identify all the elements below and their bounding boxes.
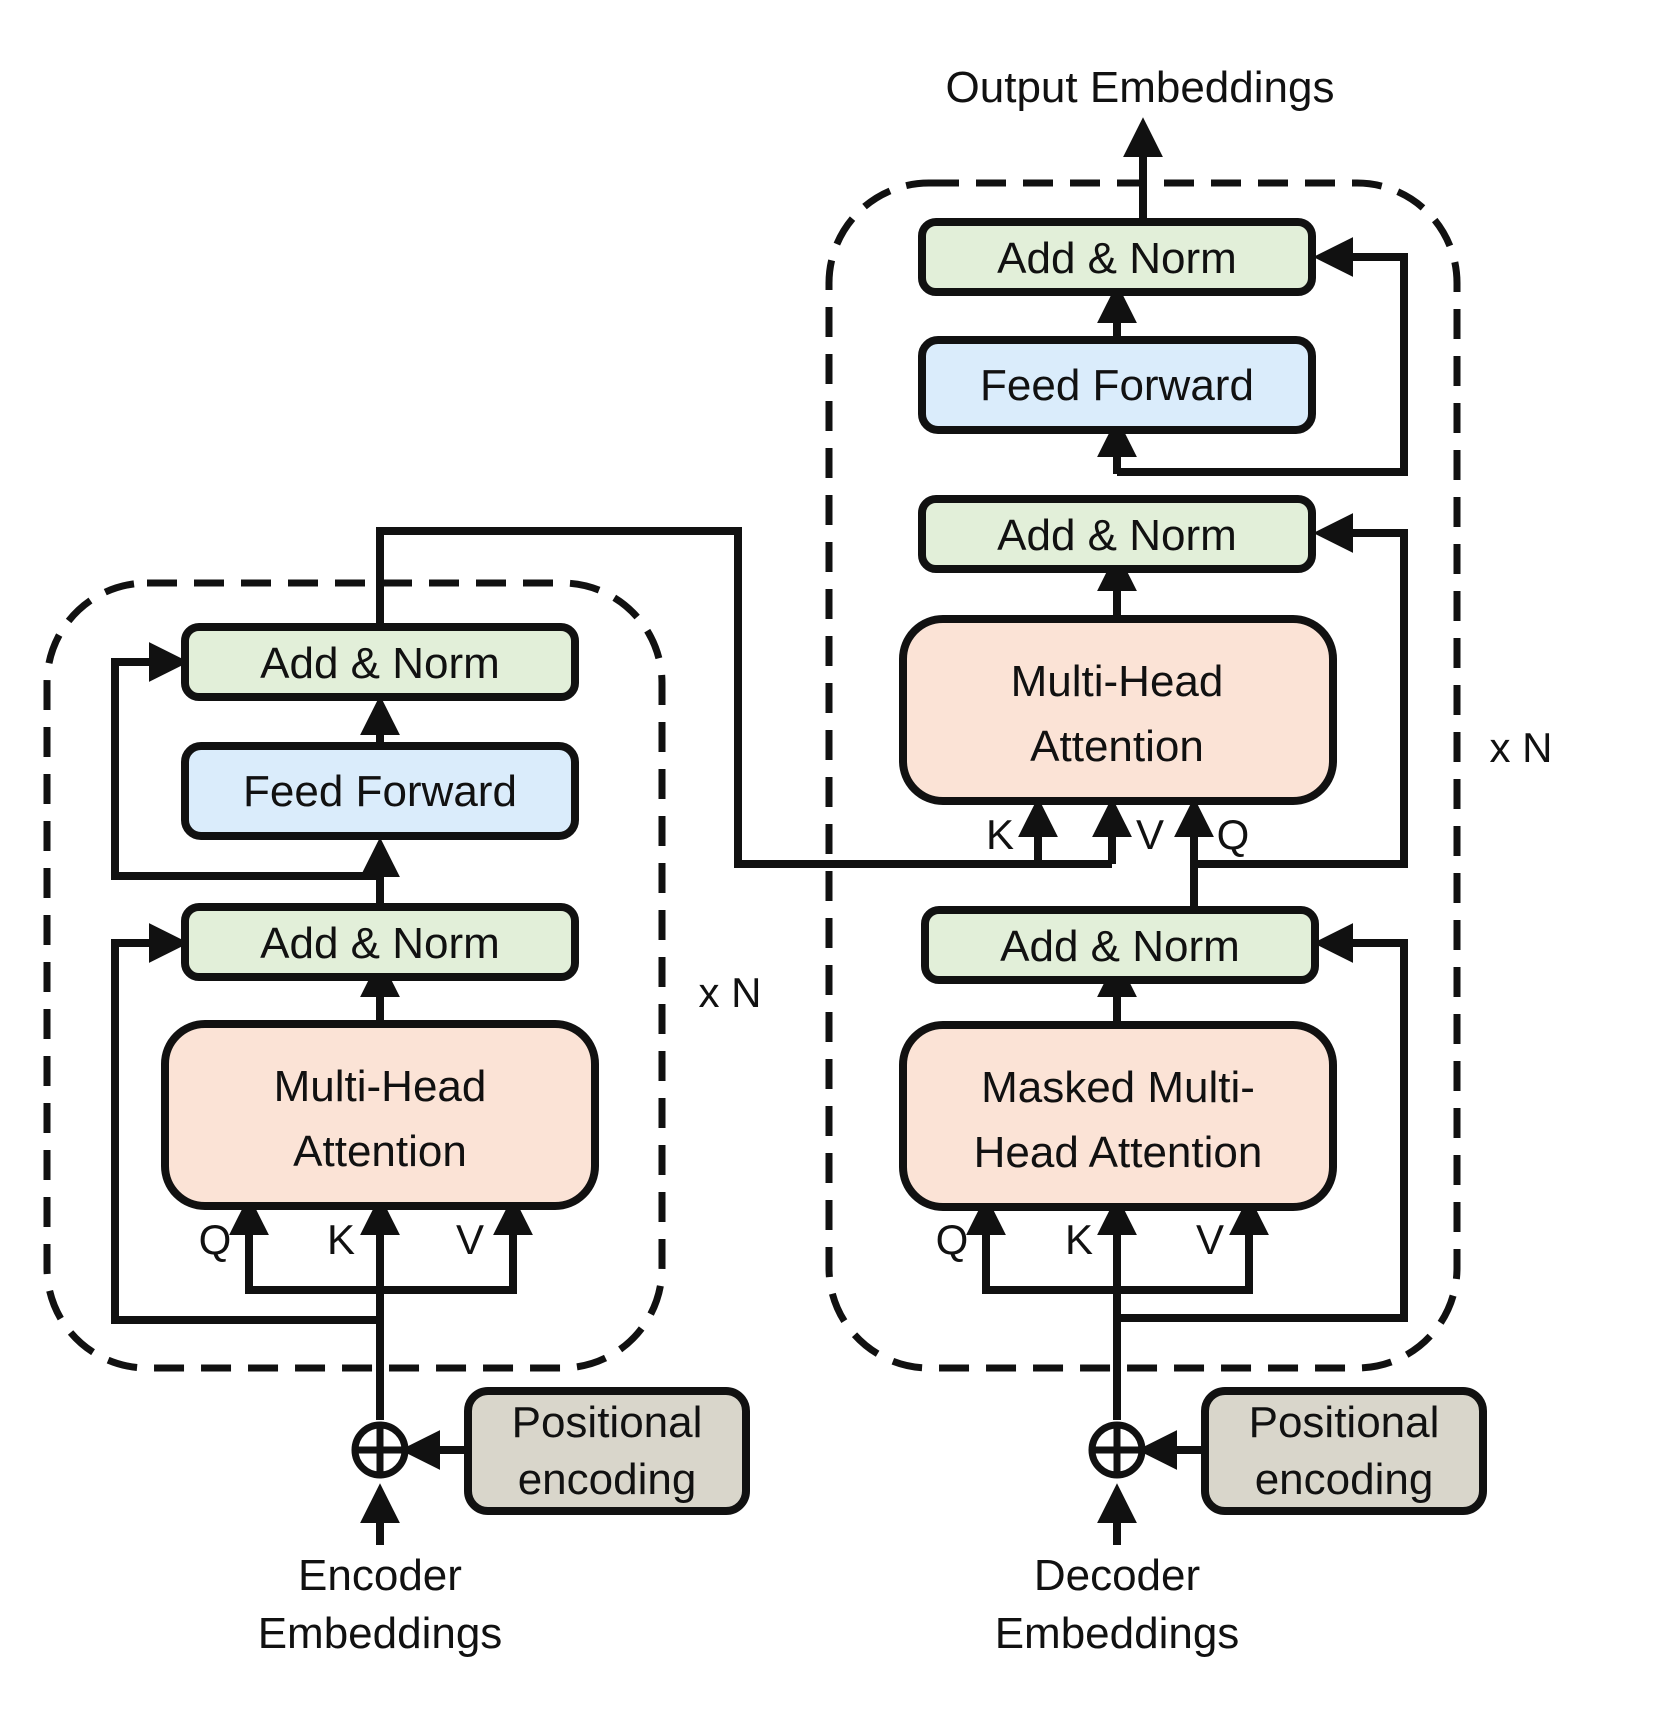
decoder-add-norm-top: Add & Norm: [918, 218, 1316, 296]
decoder-v-label: V: [1196, 1216, 1224, 1263]
decoder-input-label-line1: Decoder: [1034, 1551, 1200, 1600]
decoder-add-norm-bottom-box: [921, 906, 1319, 984]
encoder-feed-forward-box: [181, 742, 579, 840]
decoder-add-norm-top-box: [918, 218, 1316, 296]
decoder-masked-attention: Masked Multi- Head Attention: [899, 1021, 1337, 1211]
encoder-add-circle-icon: [351, 1421, 409, 1479]
decoder-add-norm-mid-label: Add & Norm: [997, 511, 1237, 560]
decoder-feed-forward: Feed Forward: [918, 336, 1316, 434]
encoder-positional-box: [464, 1387, 750, 1515]
encoder-add-norm-bottom-label: Add & Norm: [260, 919, 500, 968]
encoder-multi-head-attention: Multi-Head Attention: [161, 1020, 599, 1210]
encoder-positional-encoding: Positional encoding: [464, 1387, 750, 1515]
decoder-cross-attention: Multi-Head Attention: [899, 615, 1337, 805]
decoder-masked-attention-label-line2: Head Attention: [974, 1128, 1263, 1177]
decoder-cross-k-label: K: [986, 811, 1014, 858]
encoder-feed-forward-label: Feed Forward: [243, 767, 517, 816]
decoder-add-norm-mid: Add & Norm: [918, 495, 1316, 573]
decoder-masked-attention-label-line1: Masked Multi-: [981, 1063, 1255, 1112]
output-embeddings-label: Output Embeddings: [946, 63, 1335, 112]
encoder-attention-box: [161, 1020, 599, 1210]
decoder-positional-box: [1201, 1387, 1487, 1515]
decoder-cross-q-label: Q: [1217, 811, 1250, 858]
decoder-cross-attention-box: [899, 615, 1337, 805]
decoder-cross-attention-label-line1: Multi-Head: [1011, 657, 1224, 706]
decoder-masked-attention-box: [899, 1021, 1337, 1211]
encoder-q-label: Q: [199, 1216, 232, 1263]
decoder-positional-label-line2: encoding: [1255, 1455, 1434, 1504]
encoder-add-norm-top: Add & Norm: [181, 623, 579, 701]
decoder-feed-forward-box: [918, 336, 1316, 434]
decoder-feed-forward-label: Feed Forward: [980, 361, 1254, 410]
encoder-repeat-label: x N: [699, 969, 762, 1016]
decoder-q-label: Q: [936, 1216, 969, 1263]
encoder-add-norm-top-box: [181, 623, 579, 701]
encoder-add-norm-bottom-box: [181, 903, 579, 981]
decoder-input-label-line2: Embeddings: [995, 1609, 1240, 1658]
encoder-positional-label-line1: Positional: [512, 1398, 703, 1447]
encoder-positional-label-line2: encoding: [518, 1455, 697, 1504]
decoder-add-circle-icon: [1088, 1421, 1146, 1479]
decoder-positional-encoding: Positional encoding: [1201, 1387, 1487, 1515]
encoder-attention-label-line2: Attention: [293, 1127, 467, 1176]
decoder-cross-v-label: V: [1136, 811, 1164, 858]
encoder-add-norm-top-label: Add & Norm: [260, 639, 500, 688]
decoder-add-norm-mid-box: [918, 495, 1316, 573]
decoder-positional-label-line1: Positional: [1249, 1398, 1440, 1447]
encoder-attention-label-line1: Multi-Head: [274, 1062, 487, 1111]
decoder-add-norm-top-label: Add & Norm: [997, 234, 1237, 283]
encoder-feed-forward: Feed Forward: [181, 742, 579, 840]
encoder-v-label: V: [456, 1216, 484, 1263]
decoder-k-label: K: [1065, 1216, 1093, 1263]
encoder-input-label-line1: Encoder: [298, 1551, 462, 1600]
decoder-add-norm-bottom: Add & Norm: [921, 906, 1319, 984]
encoder-add-norm-bottom: Add & Norm: [181, 903, 579, 981]
encoder-layer-frame: [43, 579, 666, 1372]
decoder-add-norm-bottom-label: Add & Norm: [1000, 922, 1240, 971]
encoder-k-label: K: [327, 1216, 355, 1263]
decoder-repeat-label: x N: [1490, 724, 1553, 771]
decoder-cross-attention-label-line2: Attention: [1030, 722, 1204, 771]
encoder-input-label-line2: Embeddings: [258, 1609, 503, 1658]
